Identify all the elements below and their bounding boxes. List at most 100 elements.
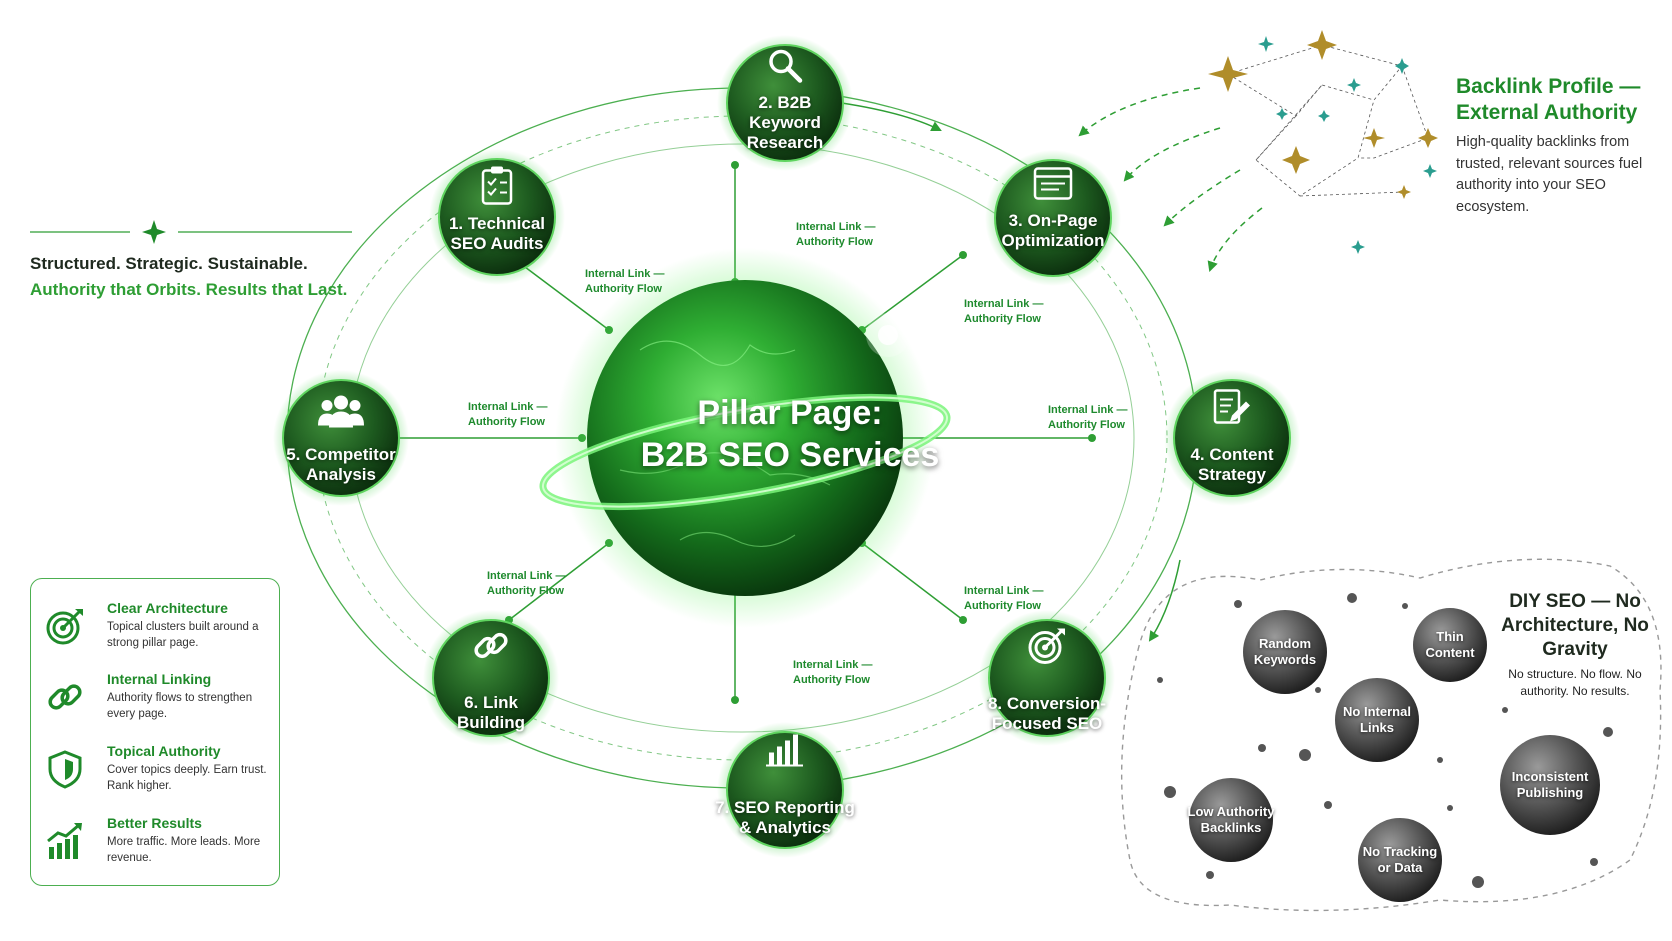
benefit-desc: More traffic. More leads. More revenue. — [107, 836, 261, 864]
pillar-title-line1: Pillar Page: — [697, 394, 883, 432]
link-label-right: Internal Link — Authority Flow — [1048, 403, 1158, 433]
tagline-secondary: Authority that Orbits. Results that Last… — [30, 280, 348, 299]
satellite-b2b-keyword-research: 2. B2B Keyword Research — [700, 93, 870, 153]
asteroid-label-line: or Data — [1377, 860, 1423, 875]
link-label-bottom-right: Internal Link — Authority Flow — [964, 584, 1074, 614]
satellite-seo-reporting-analytics: 7. SEO Reporting & Analytics — [700, 798, 870, 838]
satellite-label-line: 5. Competitor — [286, 445, 396, 464]
benefit-desc: Cover topics deeply. Earn trust. Rank hi… — [107, 764, 267, 792]
asteroid-label-line: No Internal — [1343, 704, 1411, 719]
link-label-top: Internal Link — Authority Flow — [796, 220, 906, 250]
asteroid-label-line: Keywords — [1253, 652, 1317, 667]
link-label-line: Authority Flow — [585, 283, 662, 295]
satellite-label-line: 7. SEO Reporting — [715, 798, 855, 817]
satellite-label-line: Analysis — [306, 465, 376, 484]
satellite-label-line: SEO Audits — [450, 234, 544, 253]
tagline-primary: Structured. Strategic. Sustainable. — [30, 254, 308, 273]
satellite-competitor-analysis: 5. Competitor Analysis — [256, 445, 426, 485]
benefit-desc: Authority flows to strengthen every page… — [107, 692, 253, 720]
link-label-line: Authority Flow — [796, 236, 873, 248]
benefit-title: Clear Architecture — [107, 600, 228, 616]
link-label-line: Authority Flow — [964, 313, 1041, 325]
magnifier-icon — [766, 47, 804, 90]
link-label-bottom: Internal Link — Authority Flow — [793, 658, 903, 688]
satellite-label-line: Building — [457, 713, 525, 732]
orbit-arrow-right — [1148, 559, 1181, 642]
asteroid-label-line: Inconsistent — [1511, 769, 1589, 784]
document-pen-icon — [1212, 388, 1252, 433]
satellite-technical-seo-audits: 1. Technical SEO Audits — [412, 214, 582, 254]
diy-title: DIY SEO — No Architecture, No Gravity — [1501, 591, 1649, 660]
benefit-title: Topical Authority — [107, 743, 221, 759]
benefit-title: Internal Linking — [107, 671, 212, 687]
satellite-spheres — [273, 35, 1300, 858]
link-label-line: Internal Link — — [793, 659, 873, 671]
benefit-clear-architecture: Clear Architecture Topical clusters buil… — [31, 600, 281, 670]
satellite-label-line: 8. Conversion- — [987, 694, 1107, 713]
benefit-topical-authority: Topical Authority Cover topics deeply. E… — [31, 743, 281, 813]
target-icon — [1027, 626, 1067, 671]
link-label-line: Authority Flow — [793, 674, 870, 686]
satellite-label-line: 1. Technical — [448, 214, 546, 233]
browser-window-icon — [1033, 167, 1073, 206]
backlink-title: Backlink Profile — External Authority — [1456, 75, 1641, 124]
satellite-label-line: 6. Link — [464, 693, 518, 712]
chain-link-icon — [471, 626, 511, 671]
growth-chart-icon — [45, 821, 85, 861]
clipboard-checklist-icon — [479, 166, 515, 211]
link-label-line: Internal Link — — [796, 221, 876, 233]
asteroid-label-line: Backlinks — [1200, 820, 1262, 835]
benefit-desc: Topical clusters built around a strong p… — [107, 621, 259, 649]
benefit-title: Better Results — [107, 815, 202, 831]
link-label-line: Authority Flow — [487, 585, 564, 597]
link-label-line: Internal Link — — [1048, 404, 1128, 416]
asteroid-label-line: Publishing — [1516, 785, 1584, 800]
asteroid-label-line: Low Authority — [1187, 804, 1275, 819]
link-label-line: Internal Link — — [487, 570, 567, 582]
satellite-label-line: Optimization — [1001, 231, 1105, 250]
diy-zone — [1120, 558, 1662, 912]
satellite-label-line: & Analytics — [739, 818, 831, 837]
backlink-description: High-quality backlinks from trusted, rel… — [1456, 134, 1643, 215]
satellite-label-line: Focused SEO — [991, 714, 1103, 733]
people-group-icon — [317, 394, 365, 433]
link-icon — [45, 677, 85, 717]
benefit-better-results: Better Results More traffic. More leads.… — [31, 815, 281, 885]
satellite-on-page-optimization: 3. On-Page Optimization — [968, 211, 1138, 251]
satellite-link-building: 6. Link Building — [406, 693, 576, 733]
satellite-label-line: 2. B2B — [758, 93, 812, 112]
target-arrow-icon — [45, 606, 85, 646]
link-label-line: Internal Link — — [468, 401, 548, 413]
pillar-title-line2: B2B SEO Services — [640, 436, 940, 474]
diy-description: No structure. No flow. No authority. No … — [1508, 667, 1642, 698]
asteroid-label-line: Links — [1360, 720, 1394, 735]
asteroid-label-line: Content — [1425, 645, 1475, 660]
link-label-bottom-left: Internal Link — Authority Flow — [487, 569, 597, 599]
link-label-line: Internal Link — — [964, 298, 1044, 310]
satellite-conversion-focused-seo: 8. Conversion- Focused SEO — [962, 694, 1132, 734]
link-label-top-left: Internal Link —Authority Flow — [585, 267, 695, 297]
satellite-label-line: 3. On-Page — [1008, 211, 1098, 230]
satellite-content-strategy: 4. Content Strategy — [1147, 445, 1317, 485]
link-label-line: Authority Flow — [1048, 419, 1125, 431]
satellite-label-line: Strategy — [1197, 465, 1267, 484]
benefit-internal-linking: Internal Linking Authority flows to stre… — [31, 671, 281, 741]
backlink-constellation — [1078, 30, 1438, 272]
link-label-line: Internal Link — — [964, 585, 1044, 597]
shield-icon — [45, 749, 85, 789]
link-label-line: Authority Flow — [468, 416, 545, 428]
link-label-left: Internal Link — Authority Flow — [468, 400, 578, 430]
asteroid-label-line: No Tracking — [1362, 844, 1438, 859]
satellite-label-line: Research — [746, 133, 824, 152]
asteroid-label-line: Thin — [1436, 629, 1464, 644]
asteroid-label-line: Random — [1259, 636, 1311, 651]
benefits-card: Clear Architecture Topical clusters buil… — [30, 578, 280, 886]
link-label-line: Authority Flow — [964, 600, 1041, 612]
